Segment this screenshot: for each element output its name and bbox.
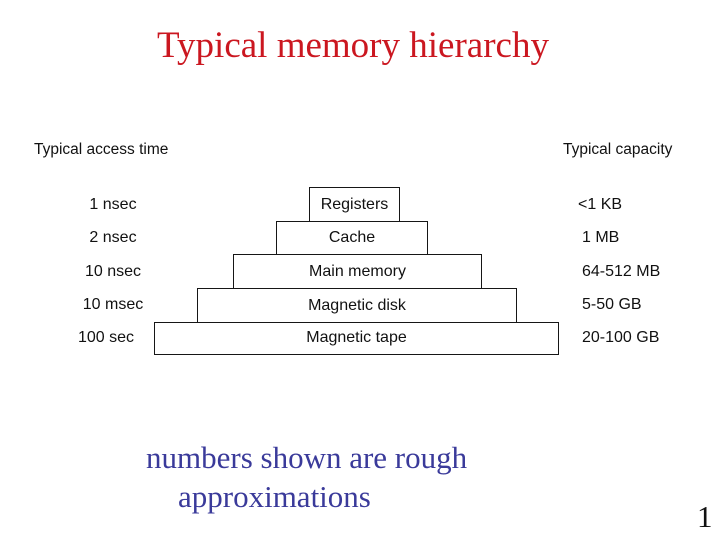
pyramid-level-main-memory: Main memory [233, 254, 482, 289]
capacity-main-memory: 64-512 MB [582, 262, 661, 280]
access-time-cache: 2 nsec [89, 228, 137, 246]
pyramid-level-magnetic-disk: Magnetic disk [197, 287, 517, 324]
capacity-magnetic-tape: 20-100 GB [582, 328, 660, 346]
pyramid-level-label: Magnetic disk [308, 296, 406, 314]
pyramid-level-label: Magnetic tape [306, 329, 407, 346]
pyramid-level-label: Main memory [309, 262, 406, 280]
capacity-registers: <1 KB [578, 195, 623, 213]
caption-line-1: numbers shown are rough [146, 440, 468, 475]
capacity-header: Typical capacity [563, 141, 673, 158]
access-time-header: Typical access time [34, 141, 169, 158]
pyramid-level-magnetic-tape: Magnetic tape [154, 321, 559, 355]
pyramid-level-label: Cache [328, 229, 376, 246]
capacity-magnetic-disk: 5-50 GB [582, 296, 642, 313]
pyramid-level-registers: Registers [309, 187, 400, 222]
capacity-cache: 1 MB [582, 228, 620, 246]
access-time-main-memory: 10 nsec [84, 262, 142, 280]
pyramid-level-label: Registers [320, 195, 389, 213]
caption-line-2: approximations [178, 479, 371, 514]
access-time-registers: 1 nsec [89, 195, 137, 213]
access-time-magnetic-tape: 100 sec [77, 328, 135, 346]
access-time-magnetic-disk: 10 msec [82, 296, 144, 313]
pyramid-level-cache: Cache [276, 220, 428, 256]
slide-title: Typical memory hierarchy [157, 25, 549, 66]
page-number: 1 [697, 499, 713, 534]
